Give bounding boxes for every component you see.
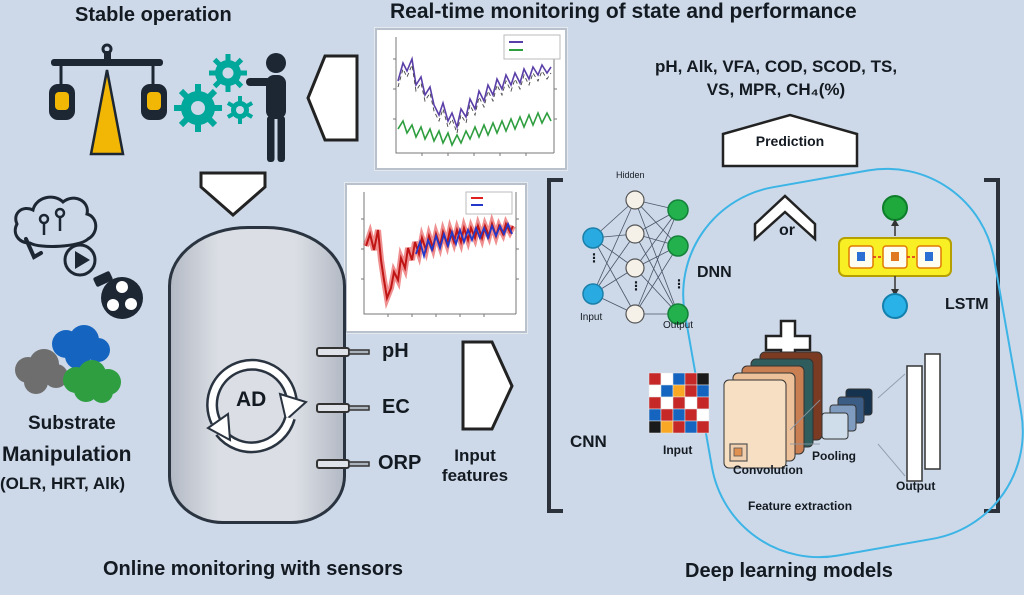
cnn-output-bars-icon [906,353,941,482]
input-features-line2: features [441,465,509,485]
prediction-banner-icon [721,113,859,168]
right-bracket [984,178,1000,513]
dnn-output-label: Output [663,320,694,331]
title-online-monitoring: Online monitoring with sensors [103,558,404,580]
lstm-label: LSTM [945,296,989,313]
arrow-right-icon [461,340,514,431]
ec-probe-icon [316,403,370,413]
manipulation-label: Manipulation [2,443,132,466]
state-performance-chart [375,28,567,170]
operator-person-icon [246,53,286,162]
dnn-hidden-dots: ⋮ [630,279,642,293]
title-deep-learning: Deep learning models [685,560,893,582]
predicted-params-line2: VS, MPR, CH₄(%) [706,80,846,99]
ad-reactor-vessel [168,226,346,524]
cnn-input-grid-icon [648,372,710,434]
or-label: or [779,222,795,239]
sensor-label-ec: EC [382,396,410,418]
title-stable-operation: Stable operation [75,4,232,26]
input-features-label: Input features [425,446,525,485]
input-features-line1: Input [454,446,496,465]
pump-icon [93,271,143,319]
cnn-convolution-stack-icon [723,351,823,469]
predicted-params-line1: pH, Alk, VFA, COD, SCOD, TS, [654,57,898,76]
title-realtime-monitoring: Real-time monitoring of state and perfor… [390,0,857,23]
cnn-input-label: Input [663,443,693,457]
balance-scale-icon [49,43,167,156]
dnn-output-dots: ⋮ [673,277,685,291]
chevron-up-icon [753,194,817,242]
dnn-hidden-label: Hidden [616,170,645,180]
sensor-signal-chart [345,183,527,333]
ad-label: AD [236,388,267,411]
cnn-pooling-label: Pooling [812,449,856,463]
cnn-convolution-label: Convolution [733,463,803,477]
cnn-perspective-lines [789,373,906,477]
sensor-label-ph: pH [382,340,409,362]
cloud-control-icon [13,195,98,260]
recycle-arrows-icon [206,358,308,454]
ph-probe-icon [316,347,370,357]
arrow-down-icon [199,171,267,217]
lstm-cell-icon [838,195,952,319]
left-bracket [547,178,563,513]
dnn-input-dots: ⋮ [588,251,600,265]
cnn-output-label: Output [896,479,936,493]
dnn-network-icon [582,190,689,325]
dnn-label: DNN [697,264,732,281]
cnn-feature-extraction-label: Feature extraction [748,499,853,513]
substrate-blobs-icon [15,325,121,403]
sensor-label-orp: ORP [378,452,422,474]
gears-icon [174,54,254,132]
predicted-params: pH, Alk, VFA, COD, SCOD, TS, VS, MPR, CH… [620,55,932,101]
orp-probe-icon [316,459,370,469]
dnn-input-label: Input [580,312,603,323]
cnn-label: CNN [570,432,607,451]
substrate-label: Substrate [28,413,116,434]
play-button-icon [63,243,97,277]
arrow-left-icon [306,54,359,142]
prediction-label: Prediction [755,133,825,149]
manipulation-params-label: (OLR, HRT, Alk) [0,474,125,493]
cnn-pooling-stack-icon [821,388,873,440]
